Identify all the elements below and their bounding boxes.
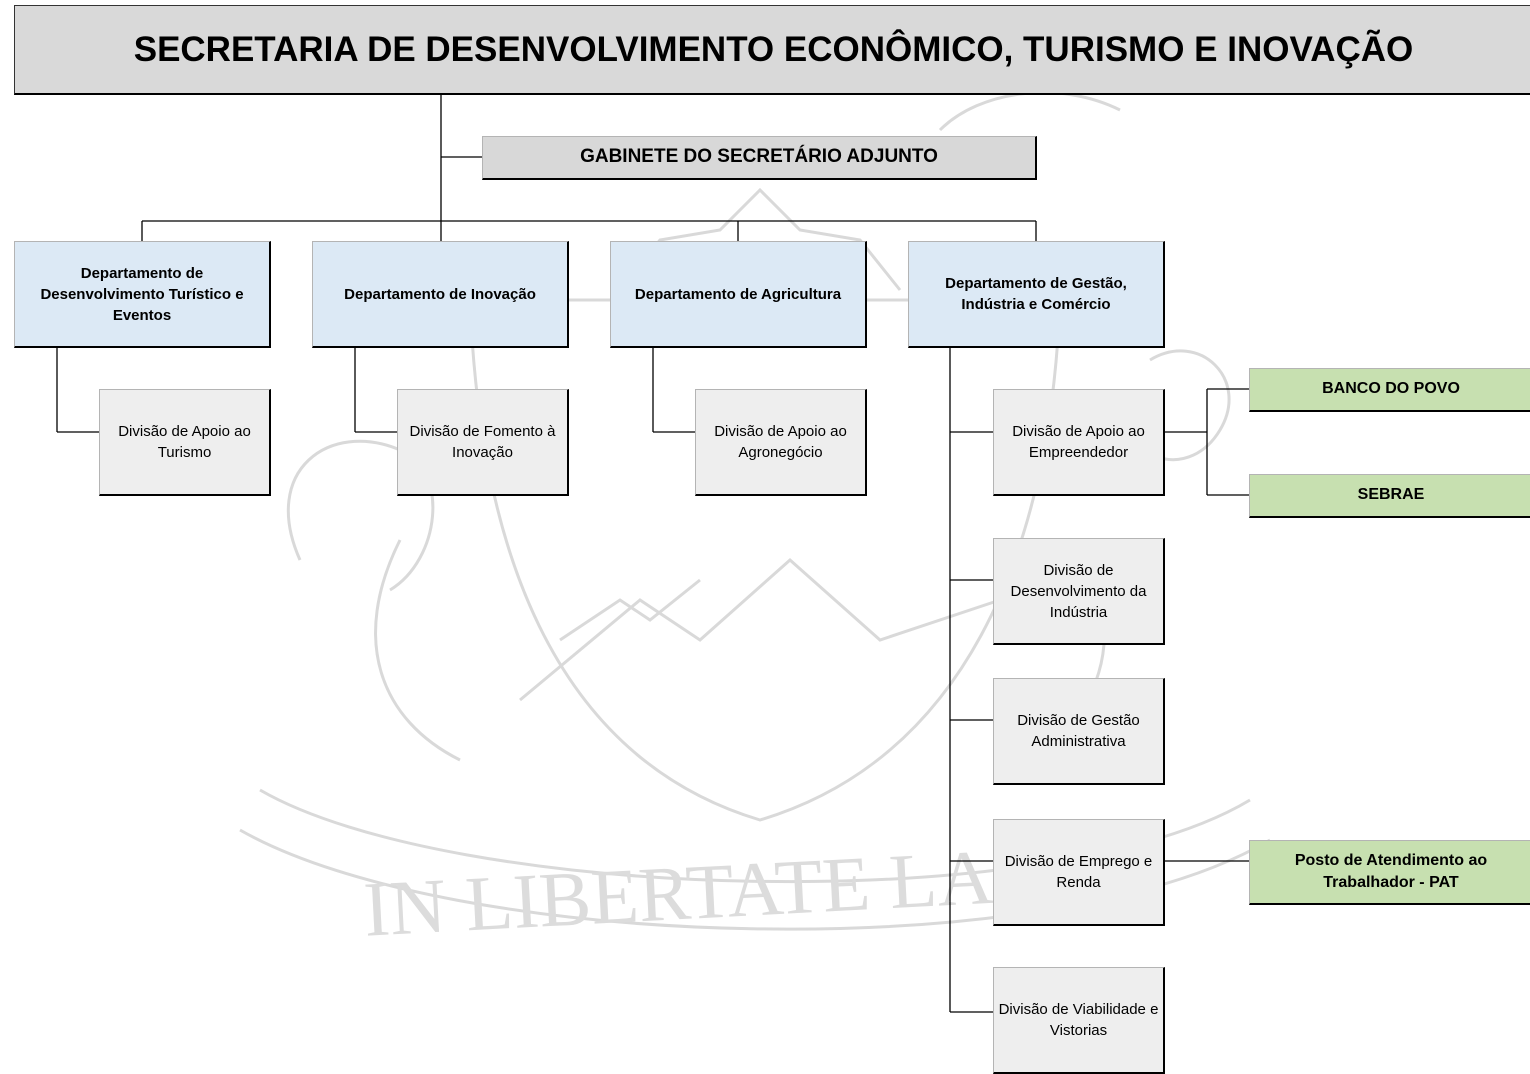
division-box-viabilidade-vistorias: Divisão de Viabilidade e Vistorias (993, 967, 1165, 1074)
department-box-gestao: Departamento de Gestão, Indústria e Comé… (908, 241, 1165, 348)
partner-box-pat: Posto de Atendimento ao Trabalhador - PA… (1249, 840, 1530, 905)
department-box-inovacao: Departamento de Inovação (312, 241, 569, 348)
partner-box-banco-do-povo: BANCO DO POVO (1249, 368, 1530, 412)
division-box-apoio-empreendedor: Divisão de Apoio ao Empreendedor (993, 389, 1165, 496)
division-box-emprego-renda: Divisão de Emprego e Renda (993, 819, 1165, 926)
department-box-turismo: Departamento de Desenvolvimento Turístic… (14, 241, 271, 348)
page-title: SECRETARIA DE DESENVOLVIMENTO ECONÔMICO,… (14, 5, 1530, 95)
department-box-agricultura: Departamento de Agricultura (610, 241, 867, 348)
division-box-apoio-turismo: Divisão de Apoio ao Turismo (99, 389, 271, 496)
division-box-fomento-inovacao: Divisão de Fomento à Inovação (397, 389, 569, 496)
division-box-apoio-agronegocio: Divisão de Apoio ao Agronegócio (695, 389, 867, 496)
division-box-desenvolvimento-industria: Divisão de Desenvolvimento da Indústria (993, 538, 1165, 645)
partner-box-sebrae: SEBRAE (1249, 474, 1530, 518)
gabinete-box: GABINETE DO SECRETÁRIO ADJUNTO (482, 136, 1037, 180)
division-box-gestao-administrativa: Divisão de Gestão Administrativa (993, 678, 1165, 785)
